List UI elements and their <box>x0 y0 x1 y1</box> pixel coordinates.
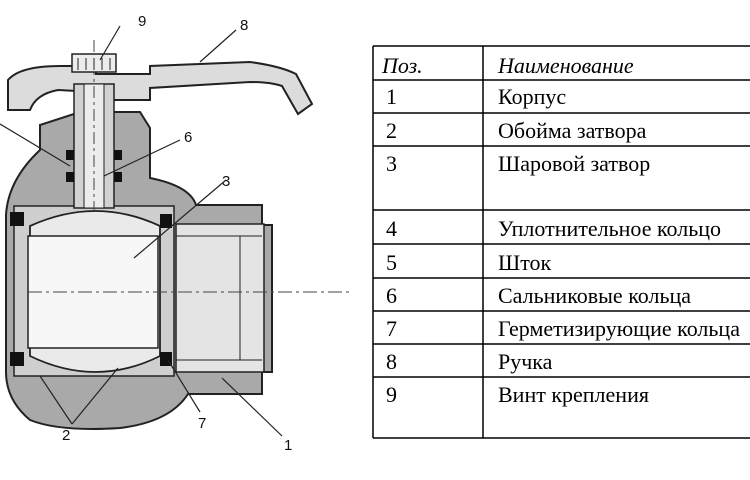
row-6-pos: 6 <box>386 283 397 308</box>
stem <box>66 40 122 210</box>
handle <box>7 60 314 116</box>
ball-valve-section-drawing: 9 8 6 3 2 7 1 <box>0 13 350 454</box>
row-8-name: Ручка <box>498 349 553 374</box>
row-9-name: Винт крепления <box>498 382 649 407</box>
row-3-pos: 3 <box>386 151 397 176</box>
callout-7: 7 <box>198 415 206 432</box>
row-5-name: Шток <box>498 250 552 275</box>
row-2-pos: 2 <box>386 118 397 143</box>
row-7-name: Герметизирующие кольца <box>498 316 740 341</box>
row-1-name: Корпус <box>498 84 566 109</box>
fixing-screw <box>71 53 117 73</box>
callout-3: 3 <box>222 173 230 190</box>
row-6-name: Сальниковые кольца <box>498 283 691 308</box>
ball <box>27 210 350 373</box>
header-name: Наименование <box>497 53 634 78</box>
callout-2: 2 <box>62 427 70 444</box>
row-4-pos: 4 <box>386 216 397 241</box>
callout-6: 6 <box>184 129 192 146</box>
row-7-pos: 7 <box>386 316 397 341</box>
header-position: Поз. <box>381 53 423 78</box>
row-9-pos: 9 <box>386 382 397 407</box>
row-3-name: Шаровой затвор <box>498 151 650 176</box>
row-8-pos: 8 <box>386 349 397 374</box>
row-1-pos: 1 <box>386 84 397 109</box>
leader-lines <box>0 25 283 437</box>
row-4-name: Уплотнительное кольцо <box>498 216 721 241</box>
parts-table: Поз. Наименование 1 Корпус 2 Обойма затв… <box>372 45 750 439</box>
seal-rings <box>10 212 172 366</box>
callout-9: 9 <box>138 13 146 30</box>
callout-1: 1 <box>284 437 292 454</box>
row-5-pos: 5 <box>386 250 397 275</box>
row-2-name: Обойма затвора <box>498 118 647 143</box>
callout-8: 8 <box>240 17 248 34</box>
